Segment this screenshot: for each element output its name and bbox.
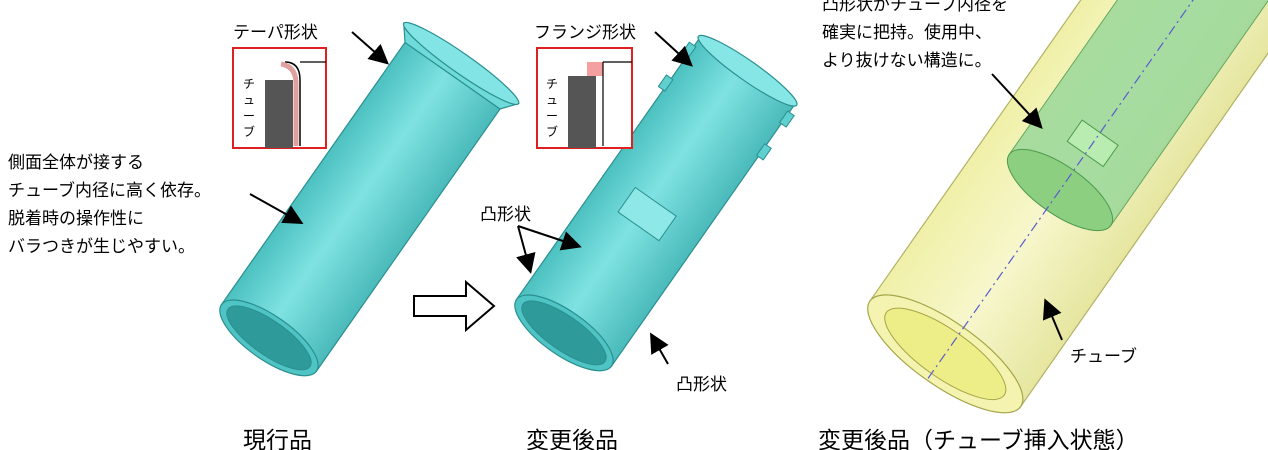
side-note-arrow bbox=[249, 193, 304, 224]
inset-tube-label-1d: ブ bbox=[243, 124, 255, 139]
transition-arrow bbox=[413, 279, 496, 333]
right-note-line-2: 確実に把持。使用中、 bbox=[822, 22, 992, 43]
right-note-line-1: 凸形状がチューブ内径を bbox=[822, 0, 1008, 15]
convex-arrow-3 bbox=[650, 332, 669, 365]
flange-arrow bbox=[654, 31, 693, 67]
convex-arrow-1 bbox=[517, 225, 582, 251]
taper-arrow bbox=[351, 31, 389, 65]
inset-tube-label-1b: ュ bbox=[243, 93, 255, 107]
side-note-line-3: 脱着時の操作性に bbox=[8, 209, 144, 229]
inset-tube-label-2: チ bbox=[546, 77, 558, 91]
side-note-line-2: チューブ内径に高く依存。 bbox=[8, 180, 211, 201]
inset-tube-label-1c: ー bbox=[243, 109, 255, 123]
inset-tube-label-2c: ー bbox=[546, 109, 558, 123]
right-note-line-3: より抜けない構造に。 bbox=[822, 51, 992, 71]
taper-inset: チ ュ ー ブ bbox=[232, 47, 327, 149]
convex-arrow-2 bbox=[516, 225, 536, 274]
inset-tube-label-2d: ブ bbox=[546, 124, 558, 139]
inset-tube-label-2b: ュ bbox=[546, 93, 558, 107]
side-note-line-1: 側面全体が接する bbox=[8, 153, 144, 173]
flange-inset: チ ュ ー ブ bbox=[536, 47, 633, 149]
caption-changed-inserted: 変更後品（チューブ挿入状態） bbox=[818, 428, 1139, 450]
inserted-state-assembly bbox=[867, 0, 1268, 414]
taper-label: テーパ形状 bbox=[233, 23, 318, 43]
side-note-line-4: バラつきが生じやすい。 bbox=[8, 237, 195, 257]
tube-arrow bbox=[1042, 298, 1063, 341]
convex-label-top: 凸形状 bbox=[480, 205, 531, 225]
caption-current: 現行品 bbox=[243, 428, 312, 450]
convex-label-bottom: 凸形状 bbox=[676, 375, 727, 395]
current-product-tube bbox=[219, 21, 520, 377]
tube-label: チューブ bbox=[1070, 346, 1137, 367]
flange-label: フランジ形状 bbox=[534, 23, 636, 43]
inset-tube-label-1: チ bbox=[243, 77, 255, 91]
right-note-arrow bbox=[991, 73, 1043, 129]
caption-changed: 変更後品 bbox=[526, 428, 618, 450]
